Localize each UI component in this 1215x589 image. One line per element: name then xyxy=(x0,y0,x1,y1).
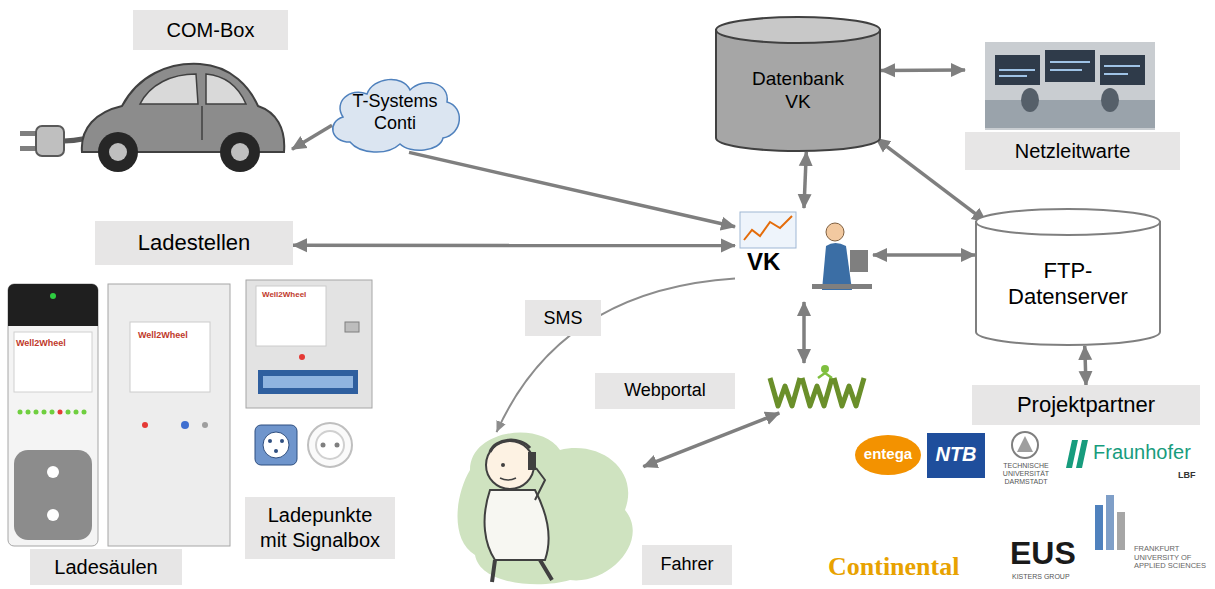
logo-text: Well2Wheel xyxy=(138,330,188,340)
logo-text: Well2Wheel xyxy=(262,290,306,299)
partner-logo: LBF xyxy=(1178,470,1196,480)
control-center-illustration xyxy=(740,212,872,290)
control-center-node: VK xyxy=(735,208,873,302)
node-text: Webportal xyxy=(595,373,735,409)
connector-arrow xyxy=(804,152,806,208)
node-text: T-Systems Conti xyxy=(347,91,443,134)
car-illustration xyxy=(20,64,284,172)
webportal-node: Webportal xyxy=(595,363,870,413)
label-box: Ladepunkte mit Signalbox xyxy=(245,497,395,559)
signal-box-illustration xyxy=(246,280,372,467)
www-icon xyxy=(770,365,864,406)
node-text: COM-Box xyxy=(133,10,288,50)
connector-arrow xyxy=(873,253,975,257)
connector-arrow xyxy=(643,413,779,467)
connector-arrow xyxy=(293,243,735,247)
node-text: VK xyxy=(747,248,780,277)
partner-logo: EUS xyxy=(1010,535,1076,572)
node-text: Projektpartner xyxy=(1017,392,1155,418)
database-cylinder: Datenbank VK xyxy=(715,16,881,152)
partner-logos xyxy=(855,432,1125,550)
node-text: Netzleitwarte xyxy=(965,132,1180,170)
edge-label: SMS xyxy=(525,300,601,336)
node-text: Ladesäulen xyxy=(54,555,157,579)
connector-arrow xyxy=(497,279,735,433)
partner-logo: Fraunhofer xyxy=(1093,441,1191,464)
connector-arrow xyxy=(802,302,806,363)
node-text: Ladestellen xyxy=(138,230,251,256)
node-text: Fahrer xyxy=(642,545,732,585)
data-server-cylinder: FTP-Datenserver xyxy=(975,208,1161,346)
node-text: FTP-Datenserver xyxy=(993,258,1143,311)
label-box: Ladesäulen xyxy=(30,549,182,585)
node-text: Ladepunkte mit Signalbox xyxy=(256,503,384,553)
partner-logo: FRANKFURT UNIVERSITY OF APPLIED SCIENCES xyxy=(1134,545,1210,571)
partner-logo: entega xyxy=(855,445,921,462)
control-room-illustration xyxy=(985,42,1155,130)
logo-text: Well2Wheel xyxy=(16,338,66,348)
driver-node: Fahrer xyxy=(455,415,732,587)
node-text: Datenbank VK xyxy=(743,68,853,114)
com-box-node: COM-Box xyxy=(28,10,292,172)
driver-illustration xyxy=(458,433,633,585)
partner-logo: Continental xyxy=(828,552,959,582)
partner-logo: KISTERS GROUP xyxy=(1012,573,1070,581)
label-box: Projektpartner xyxy=(972,385,1200,425)
connector-arrow xyxy=(881,68,965,72)
control-room-node: Netzleitwarte xyxy=(965,40,1180,170)
charging-column-illustration xyxy=(8,284,230,546)
network-cloud: T-Systems Conti xyxy=(325,72,465,154)
connector-arrow xyxy=(1085,346,1086,385)
partner-logo: NTB xyxy=(927,443,985,466)
connector-arrow xyxy=(409,152,735,226)
partner-logo: TECHNISCHE UNIVERSITÄT DARMSTADT xyxy=(990,462,1062,486)
label-box: Ladestellen xyxy=(95,221,293,265)
connector-arrow xyxy=(292,125,332,149)
